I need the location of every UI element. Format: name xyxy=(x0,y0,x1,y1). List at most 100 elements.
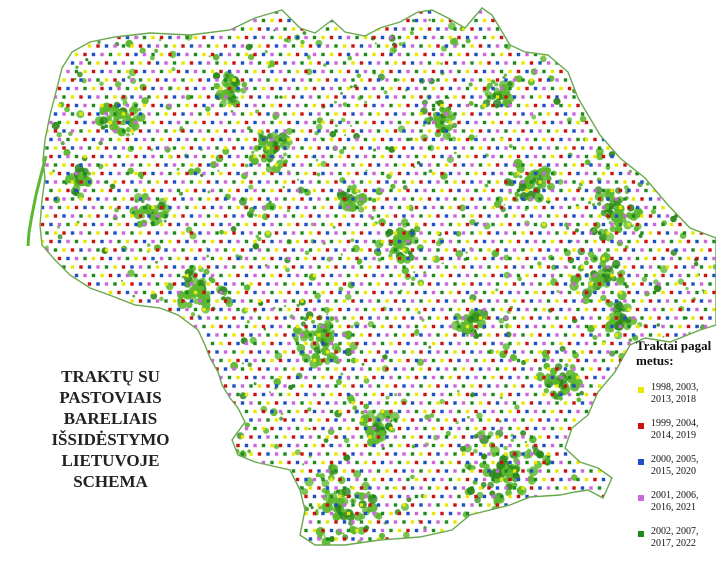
forest-patch xyxy=(127,75,131,80)
tract-point xyxy=(291,384,296,388)
tract-point xyxy=(533,358,538,363)
tract-point xyxy=(236,69,240,74)
tract-point xyxy=(287,120,291,125)
tract-point xyxy=(385,316,389,320)
tract-point xyxy=(538,350,542,354)
tract-point xyxy=(572,146,576,150)
tract-point xyxy=(576,358,580,363)
tract-point xyxy=(164,112,168,116)
tract-point xyxy=(164,265,168,269)
forest-patch xyxy=(137,107,142,112)
tract-point xyxy=(550,120,555,125)
tract-point xyxy=(257,61,262,65)
tract-point xyxy=(236,358,240,363)
tract-point xyxy=(176,307,181,312)
tract-point xyxy=(389,222,393,227)
tract-point xyxy=(397,477,402,482)
tract-point xyxy=(142,52,147,57)
tract-point xyxy=(465,307,470,312)
forest-patch xyxy=(352,405,358,411)
tract-point xyxy=(695,290,699,295)
tract-point xyxy=(232,367,236,371)
tract-point xyxy=(508,137,512,142)
tract-point xyxy=(380,528,385,533)
tract-point xyxy=(312,86,317,91)
tract-point xyxy=(164,248,168,252)
tract-point xyxy=(487,316,491,320)
tract-point xyxy=(546,384,551,388)
tract-point xyxy=(325,401,330,405)
tract-point xyxy=(389,52,393,57)
tract-point xyxy=(151,256,155,261)
tract-point xyxy=(355,341,359,346)
tract-point xyxy=(508,120,512,125)
tract-point xyxy=(244,426,249,431)
tract-point xyxy=(461,95,466,99)
tract-point xyxy=(385,27,389,31)
tract-point xyxy=(393,384,398,388)
tract-point xyxy=(440,409,444,414)
tract-point xyxy=(499,171,504,176)
forest-patch xyxy=(105,105,108,108)
tract-point xyxy=(589,469,593,473)
tract-point xyxy=(521,129,525,133)
tract-point xyxy=(317,503,321,507)
tract-point xyxy=(334,520,338,524)
forest-patch xyxy=(382,354,388,360)
tract-point xyxy=(372,222,376,227)
tract-point xyxy=(555,486,559,490)
tract-point xyxy=(512,333,517,337)
tract-point xyxy=(159,137,164,142)
legend-years-line: 1998, 2003, xyxy=(651,382,699,393)
tract-point xyxy=(393,61,398,65)
forest-patch xyxy=(495,288,499,292)
forest-patch xyxy=(656,323,660,327)
tract-point xyxy=(274,78,279,82)
tract-point xyxy=(457,52,461,57)
tract-point xyxy=(414,239,419,244)
tract-point xyxy=(410,61,415,65)
tract-point xyxy=(223,44,228,48)
tract-point xyxy=(419,367,423,371)
tract-point xyxy=(491,290,495,295)
tract-point xyxy=(691,248,695,252)
tract-point xyxy=(257,78,262,82)
forest-patch xyxy=(363,377,370,384)
tract-point xyxy=(240,265,245,269)
forest-patch xyxy=(56,132,62,138)
tract-point xyxy=(351,401,355,405)
tract-point xyxy=(372,443,376,448)
tract-point xyxy=(368,78,372,82)
tract-point xyxy=(495,503,500,507)
tract-point xyxy=(478,452,483,456)
tract-point xyxy=(606,333,610,337)
forest-patch xyxy=(470,465,476,471)
tract-point xyxy=(334,44,338,48)
forest-patch xyxy=(321,479,330,488)
tract-point xyxy=(325,469,330,473)
tract-point xyxy=(559,137,563,142)
forest-patch xyxy=(592,335,598,340)
tract-point xyxy=(74,86,79,91)
tract-point xyxy=(393,435,398,439)
tract-point xyxy=(198,112,202,116)
tract-point xyxy=(66,137,70,142)
tract-point xyxy=(155,180,160,184)
forest-patch xyxy=(443,107,450,114)
tract-point xyxy=(516,477,521,482)
tract-point xyxy=(96,282,100,286)
tract-point xyxy=(266,180,270,184)
tract-point xyxy=(300,418,304,422)
tract-point xyxy=(601,358,606,363)
legend-swatch-pink xyxy=(638,495,644,501)
tract-point xyxy=(402,299,406,303)
tract-point xyxy=(266,163,270,167)
forest-patch xyxy=(52,169,56,173)
tract-point xyxy=(368,537,372,541)
tract-point xyxy=(236,256,240,261)
forest-patch xyxy=(132,115,140,123)
tract-point xyxy=(402,214,406,218)
forest-patch xyxy=(493,87,500,94)
tract-point xyxy=(232,214,236,218)
tract-point xyxy=(261,103,266,108)
